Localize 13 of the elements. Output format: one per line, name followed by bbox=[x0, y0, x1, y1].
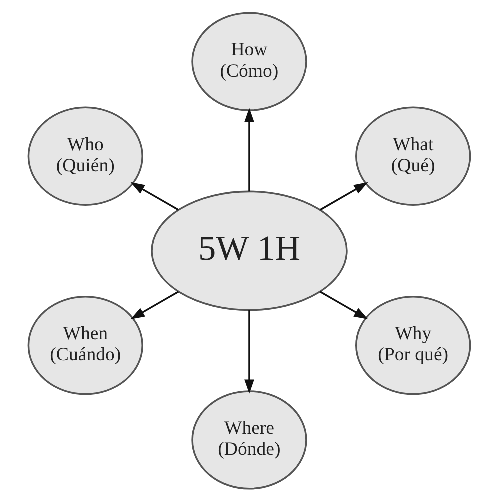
arrow bbox=[130, 182, 179, 211]
arrow bbox=[319, 182, 368, 211]
arrow bbox=[244, 108, 254, 192]
node-ellipse: What (Qué) bbox=[355, 106, 471, 206]
arrow bbox=[244, 310, 254, 394]
arrow bbox=[319, 291, 368, 320]
arrow bbox=[130, 291, 179, 320]
node-ellipse: Who (Quién) bbox=[27, 106, 143, 206]
node-ellipse: 5W 1H bbox=[150, 190, 348, 312]
node-ellipse: How (Cómo) bbox=[191, 12, 307, 112]
node-ellipse: When (Cuándo) bbox=[27, 296, 143, 396]
node-ellipse: Where (Dónde) bbox=[191, 390, 307, 490]
node-ellipse: Why (Por qué) bbox=[355, 296, 471, 396]
